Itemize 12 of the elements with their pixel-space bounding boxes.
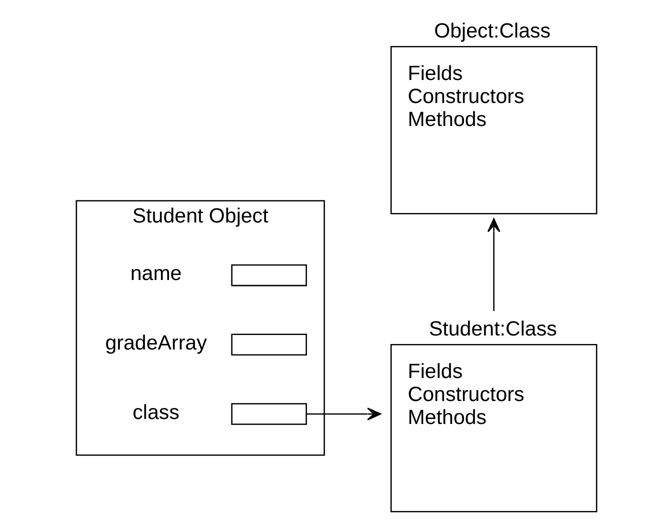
node-label: gradeArray	[104, 332, 206, 355]
node-box	[230, 334, 306, 356]
node-box	[230, 403, 306, 425]
node-box: Fields Constructors Methods	[390, 344, 597, 512]
node-label: Student:Class	[428, 317, 556, 340]
node-label: class	[132, 400, 179, 424]
node-box	[230, 264, 306, 286]
node-label: Object:Class	[434, 19, 550, 42]
arrow	[306, 408, 381, 420]
node-label: name	[130, 262, 182, 286]
arrow	[486, 218, 500, 311]
node-box: Fields Constructors Methods	[390, 46, 597, 214]
